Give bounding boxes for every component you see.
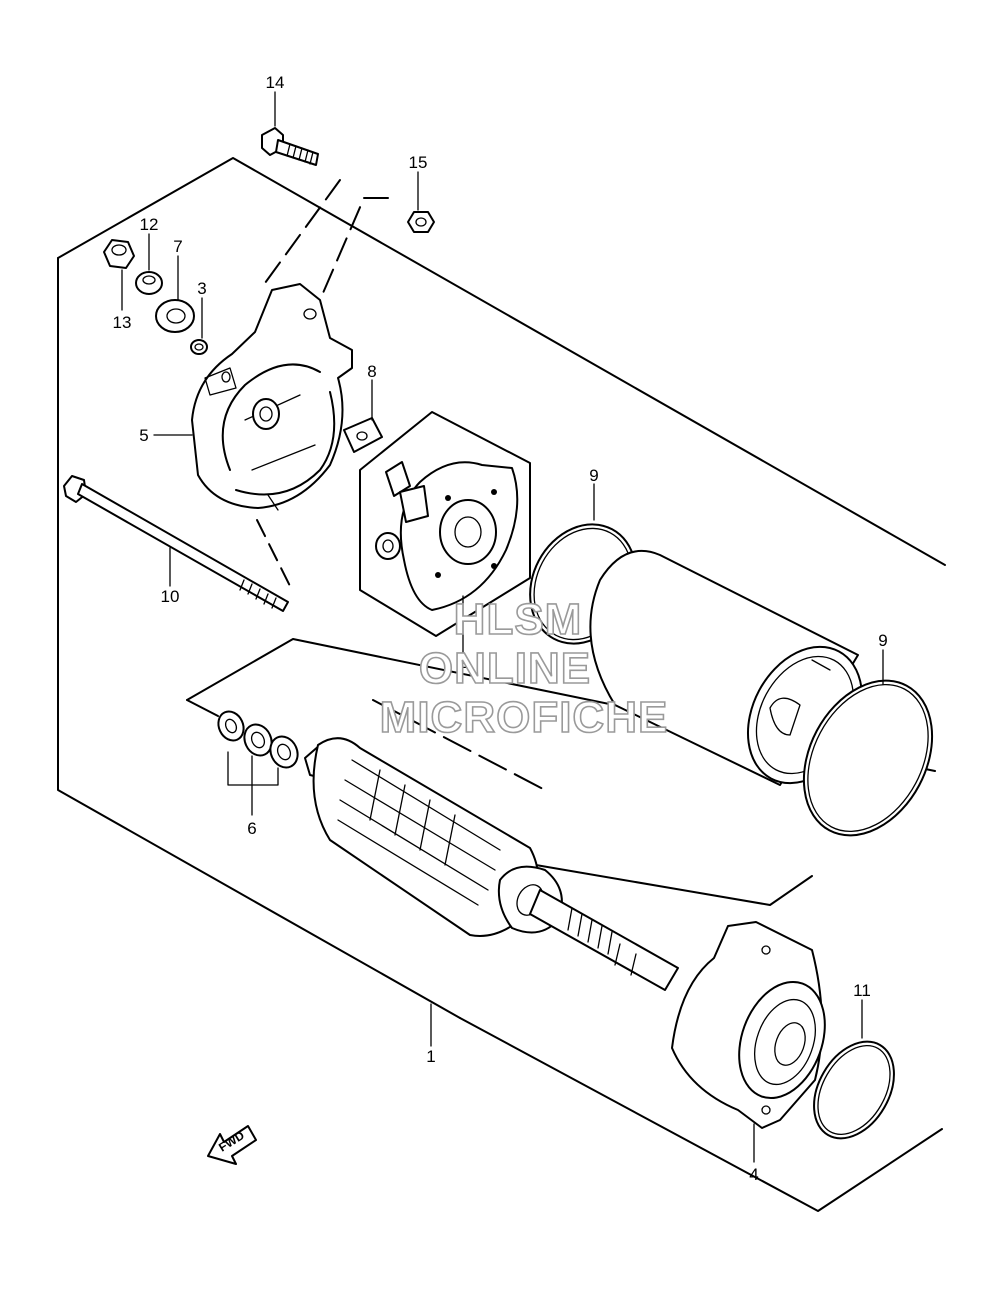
callout-11: 11 bbox=[853, 981, 871, 1000]
callout-labels: 14 15 12 7 3 13 5 8 9 10 2 9 6 1 11 4 bbox=[113, 73, 888, 1184]
fwd-arrow: FWD bbox=[207, 1125, 257, 1165]
o-ring-part-9-lower[interactable] bbox=[778, 658, 957, 857]
callout-12: 12 bbox=[140, 215, 159, 234]
callout-3: 3 bbox=[197, 279, 206, 298]
callout-15: 15 bbox=[409, 153, 428, 172]
watermark-line-2: ONLINE bbox=[419, 644, 591, 693]
nut-part-15[interactable] bbox=[407, 211, 435, 233]
o-ring-part-3[interactable] bbox=[190, 339, 208, 355]
callout-4: 4 bbox=[749, 1165, 758, 1184]
o-ring-part-11[interactable] bbox=[798, 1027, 911, 1152]
callout-5: 5 bbox=[139, 426, 148, 445]
through-bolt-part-10[interactable] bbox=[63, 475, 289, 612]
rear-housing-part-5[interactable] bbox=[191, 283, 353, 511]
callout-2: 2 bbox=[458, 653, 467, 672]
bolt-part-14[interactable] bbox=[261, 127, 319, 166]
callout-13: 13 bbox=[113, 313, 132, 332]
seal-part-7[interactable] bbox=[155, 299, 195, 333]
armature-part-1[interactable] bbox=[304, 737, 679, 991]
watermark-line-1: HLSM bbox=[454, 595, 583, 644]
callout-9-lower: 9 bbox=[878, 631, 887, 650]
plate-part-8[interactable] bbox=[343, 417, 383, 453]
callout-9-upper: 9 bbox=[589, 466, 598, 485]
watermark: HLSM ONLINE MICROFICHE bbox=[379, 594, 669, 743]
brush-holder-part-2[interactable] bbox=[375, 461, 519, 611]
washer-part-12[interactable] bbox=[135, 271, 163, 295]
assembly-frame bbox=[57, 157, 946, 1212]
callout-1: 1 bbox=[426, 1047, 435, 1066]
callout-8: 8 bbox=[367, 362, 376, 381]
dashed-guides bbox=[256, 179, 546, 791]
front-housing-part-4[interactable] bbox=[671, 921, 840, 1129]
callout-10: 10 bbox=[161, 587, 180, 606]
nut-part-13[interactable] bbox=[103, 239, 135, 269]
watermark-line-3: MICROFICHE bbox=[380, 693, 669, 742]
callout-14: 14 bbox=[266, 73, 285, 92]
leader-lines bbox=[121, 91, 884, 1163]
shims-part-6[interactable] bbox=[214, 707, 303, 772]
callout-7: 7 bbox=[173, 237, 182, 256]
brush-holder-frame bbox=[359, 411, 531, 637]
callout-6: 6 bbox=[247, 819, 256, 838]
